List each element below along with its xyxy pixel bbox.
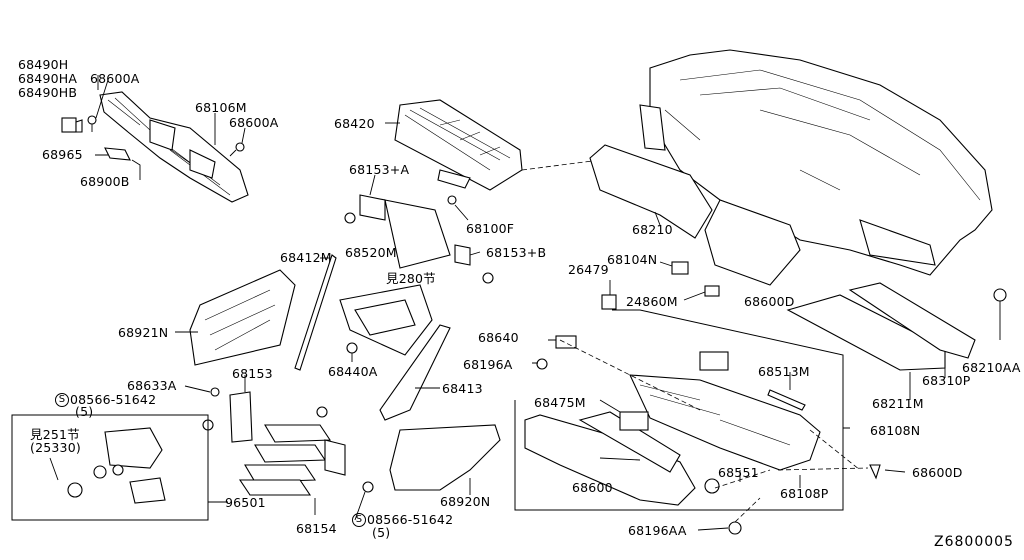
instrument-panel — [639, 49, 993, 286]
label-68108n: 68108N — [870, 423, 921, 438]
glovebox-lid-68600 — [524, 411, 696, 506]
label-68211m: 68211M — [872, 396, 924, 411]
bolt-2-number: 08566-51642 — [367, 512, 454, 527]
diagram-code: Z6800005 — [934, 534, 1014, 550]
label-68920n: 68920N — [440, 494, 491, 509]
label-68965: 68965 — [42, 147, 83, 162]
lower-cover-68106m — [99, 91, 249, 203]
box-stack-96501 — [238, 424, 346, 496]
label-26479: 26479 — [568, 262, 609, 277]
label-68210: 68210 — [632, 222, 673, 237]
label-68106m: 68106M — [195, 100, 247, 115]
label-68210aa: 68210AA — [962, 360, 1021, 375]
switch-26479 — [601, 294, 617, 310]
cover-68920n — [389, 424, 501, 491]
label-68490h: 68490H — [18, 57, 69, 72]
bracket-68520m — [359, 194, 471, 269]
label-68900b: 68900B — [80, 174, 130, 189]
inset-box-ashtray — [11, 414, 209, 521]
label-68108p: 68108P — [780, 486, 829, 501]
label-68600d-1: 68600D — [744, 294, 795, 309]
label-68475m: 68475M — [534, 395, 586, 410]
connector-68104n — [671, 261, 689, 275]
finisher-68413 — [379, 324, 451, 421]
lock-68475m — [619, 411, 649, 431]
label-68600: 68600 — [572, 480, 613, 495]
label-ref-280: 見280节 — [386, 271, 436, 286]
label-68196aa: 68196AA — [628, 523, 687, 538]
latch-68640 — [555, 335, 577, 349]
panel-68211m — [786, 294, 946, 371]
bolt-symbol-2: S — [352, 513, 366, 527]
label-68153a: 68153+A — [349, 162, 410, 177]
cover-68210 — [589, 144, 713, 239]
label-68310p: 68310P — [922, 373, 971, 388]
panel-68921n — [189, 269, 296, 366]
label-ref-251: 見251节 — [30, 427, 80, 442]
label-68490ha: 68490HA — [18, 71, 78, 86]
clip-68965 — [104, 147, 131, 161]
label-24860m: 24860M — [626, 294, 678, 309]
label-bolt-1-qty: (5) — [75, 404, 94, 419]
damper-68513m — [767, 389, 806, 411]
label-68600d-2: 68600D — [912, 465, 963, 480]
label-68600a-1: 68600A — [90, 71, 140, 86]
bolt-symbol-1: S — [55, 393, 69, 407]
label-68520m: 68520M — [345, 245, 397, 260]
label-68551: 68551 — [718, 465, 759, 480]
label-68153: 68153 — [232, 366, 273, 381]
label-68490hb: 68490HB — [18, 85, 78, 100]
bolt-1-number: 08566-51642 — [70, 392, 157, 407]
finisher-68440a — [339, 284, 433, 356]
label-96501: 96501 — [225, 495, 266, 510]
label-68640: 68640 — [478, 330, 519, 345]
panel-68310p — [848, 282, 976, 359]
bracket-small — [699, 351, 729, 371]
inset-box-glovebox — [514, 309, 844, 511]
ashtray-25330 — [67, 427, 166, 504]
label-68412m: 68412M — [280, 250, 332, 265]
label-68633a: 68633A — [127, 378, 177, 393]
label-68600a-2: 68600A — [229, 115, 279, 130]
label-68154: 68154 — [296, 521, 337, 536]
label-68513m: 68513M — [758, 364, 810, 379]
label-68420: 68420 — [334, 116, 375, 131]
label-68440a: 68440A — [328, 364, 378, 379]
label-68196a: 68196A — [463, 357, 513, 372]
connector-24860m — [704, 285, 720, 297]
label-25330: (25330) — [30, 440, 81, 455]
label-bolt-2-qty: (5) — [372, 525, 391, 540]
strip-68412m — [294, 254, 337, 371]
clip-68490h — [61, 117, 83, 133]
screw-68600a-1 — [87, 115, 97, 132]
label-68921n: 68921N — [118, 325, 169, 340]
label-68100f: 68100F — [466, 221, 515, 236]
label-68153b: 68153+B — [486, 245, 547, 260]
label-68413: 68413 — [442, 381, 483, 396]
screw-68600a-2 — [229, 142, 245, 157]
bracket-68153 — [229, 391, 253, 443]
label-68104n: 68104N — [607, 252, 658, 267]
